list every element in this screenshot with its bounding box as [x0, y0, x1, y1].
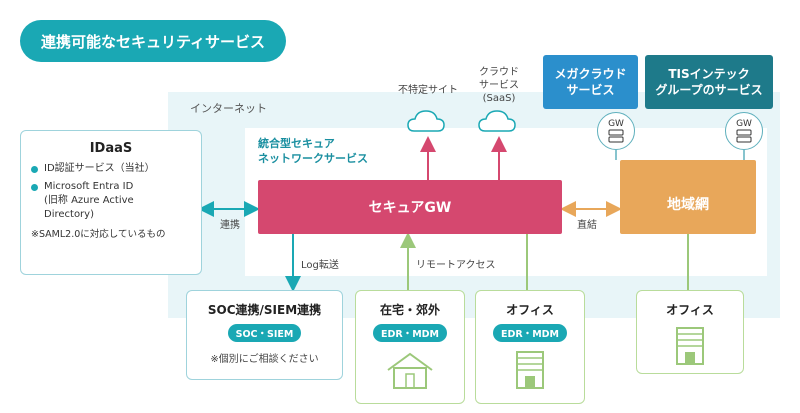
mega-gw-text: GW: [608, 119, 624, 129]
soc-note: ※個別にご相談ください: [210, 354, 319, 365]
idaas-item-2-line2: (旧称 Azure Active: [44, 195, 134, 206]
server-icon: [736, 129, 752, 143]
cloud-label-line3: (SaaS): [482, 93, 516, 104]
building-icon: [676, 327, 704, 365]
cloud-service-label: クラウド サービス (SaaS): [468, 66, 530, 105]
idaas-item-2-line3: Directory): [44, 209, 94, 220]
house-icon: [387, 352, 433, 389]
idaas-note: ※SAML2.0に対応しているもの: [31, 229, 166, 240]
idaas-item-2-line1: Microsoft Entra ID: [44, 181, 134, 192]
tis-gw-text: GW: [736, 119, 752, 129]
direct-label: 直結: [577, 220, 597, 231]
tis-label-line1: TISインテック: [668, 67, 750, 81]
unspecified-site-label: 不特定サイト: [398, 85, 458, 96]
home-badge: EDR・MDM: [373, 324, 447, 342]
log-label: Log転送: [301, 260, 339, 271]
cloud-label-line1: クラウド: [479, 67, 519, 78]
remote-label: リモートアクセス: [416, 260, 496, 271]
idaas-item-2: Microsoft Entra ID (旧称 Azure Active Dire…: [31, 180, 191, 222]
tis-label-line2: グループのサービス: [655, 83, 763, 97]
office1-badge: EDR・MDM: [493, 324, 567, 342]
mega-cloud-service-box: メガクラウド サービス: [543, 55, 638, 109]
soc-badge: SOC・SIEM: [227, 324, 302, 342]
secure-network-label: 統合型セキュア ネットワークサービス: [258, 136, 418, 166]
office2-title: オフィス: [666, 303, 714, 317]
idaas-item-1-text: ID認証サービス（当社）: [44, 163, 155, 174]
mega-label-line2: サービス: [566, 83, 615, 97]
soc-box: SOC連携/SIEM連携 SOC・SIEM ※個別にご相談ください: [186, 290, 343, 380]
building-icon: [516, 351, 544, 389]
link-label: 連携: [220, 220, 240, 231]
mega-label-line1: メガクラウド: [554, 67, 627, 81]
mega-gw-icon: GW: [597, 112, 635, 150]
secure-network-label-line1: 統合型セキュア: [258, 137, 335, 150]
home-remote-box: 在宅・郊外 EDR・MDM: [355, 290, 465, 404]
office-box-1: オフィス EDR・MDM: [475, 290, 585, 404]
cloud-icon-unspecified: [407, 110, 445, 132]
internet-label: インターネット: [190, 102, 267, 115]
regional-network-box: 地域網: [620, 160, 756, 234]
server-icon: [608, 129, 624, 143]
idaas-box: IDaaS ID認証サービス（当社） Microsoft Entra ID (旧…: [20, 130, 202, 275]
tis-group-service-box: TISインテック グループのサービス: [645, 55, 773, 109]
secure-gw-box: セキュアGW: [258, 180, 562, 234]
tis-gw-icon: GW: [725, 112, 763, 150]
page-title: 連携可能なセキュリティサービス: [20, 20, 286, 62]
office1-title: オフィス: [506, 303, 554, 317]
idaas-item-1: ID認証サービス（当社）: [31, 162, 191, 176]
cloud-icon-saas: [478, 110, 516, 132]
bullet-icon: [31, 184, 38, 191]
office-box-2: オフィス: [636, 290, 744, 374]
bullet-icon: [31, 166, 38, 173]
soc-title: SOC連携/SIEM連携: [207, 303, 322, 317]
idaas-title: IDaaS: [89, 141, 133, 156]
secure-network-label-line2: ネットワークサービス: [258, 152, 368, 165]
home-title: 在宅・郊外: [379, 303, 440, 317]
cloud-label-line2: サービス: [479, 80, 519, 91]
